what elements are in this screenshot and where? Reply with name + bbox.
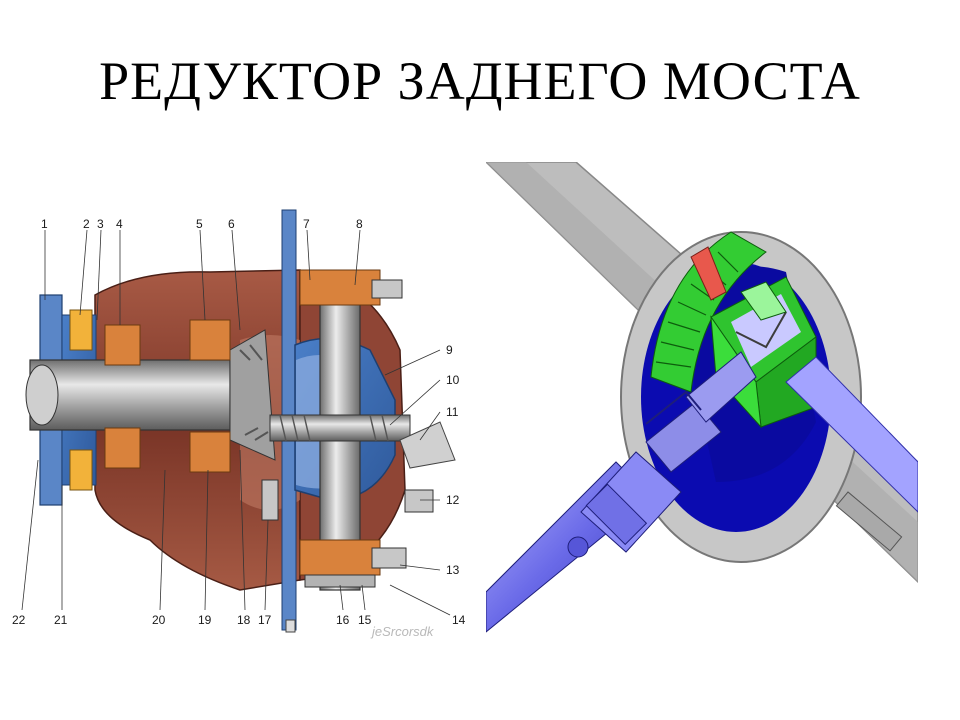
differential-cutaway (484, 161, 919, 646)
callout-12: 12 (446, 493, 460, 507)
callout-3: 3 (97, 217, 104, 231)
callout-14: 14 (452, 613, 466, 627)
callout-6: 6 (228, 217, 235, 231)
bolts (261, 279, 434, 569)
callout-18: 18 (237, 613, 251, 627)
callout-4: 4 (116, 217, 123, 231)
callout-9: 9 (446, 343, 453, 357)
slide-title: РЕДУКТОР ЗАДНЕГО МОСТА (99, 51, 861, 111)
callouts-bottom: 22 21 20 19 18 17 16 15 (12, 613, 372, 627)
callout-2: 2 (83, 217, 90, 231)
callout-16: 16 (336, 613, 350, 627)
callout-21: 21 (54, 613, 68, 627)
driveshaft (485, 351, 757, 634)
callout-8: 8 (356, 217, 363, 231)
callout-5: 5 (196, 217, 203, 231)
callout-15: 15 (358, 613, 372, 627)
pinion-shaft (25, 329, 276, 461)
callout-17: 17 (258, 613, 272, 627)
callouts-right: 9 10 11 12 13 14 (446, 343, 466, 627)
callout-leaders (21, 229, 451, 616)
callout-1: 1 (41, 217, 48, 231)
callout-22: 22 (12, 613, 26, 627)
ring-gear (650, 231, 767, 393)
callout-20: 20 (152, 613, 166, 627)
callout-11: 11 (446, 405, 459, 419)
satellite-pin (269, 414, 411, 442)
callout-7: 7 (303, 217, 310, 231)
callout-13: 13 (446, 563, 460, 577)
side-cover (399, 421, 456, 469)
axle-spline (835, 491, 903, 552)
pinion-bearings (104, 319, 231, 473)
callout-19: 19 (198, 613, 212, 627)
callouts-top: 1 2 3 4 5 6 7 8 (41, 217, 363, 231)
gearbox-cross-section: 1 2 3 4 5 6 7 8 9 10 11 12 13 14 22 21 2… (0, 200, 478, 645)
callout-10: 10 (446, 373, 460, 387)
watermark: jeSrcorsdk (370, 624, 435, 639)
